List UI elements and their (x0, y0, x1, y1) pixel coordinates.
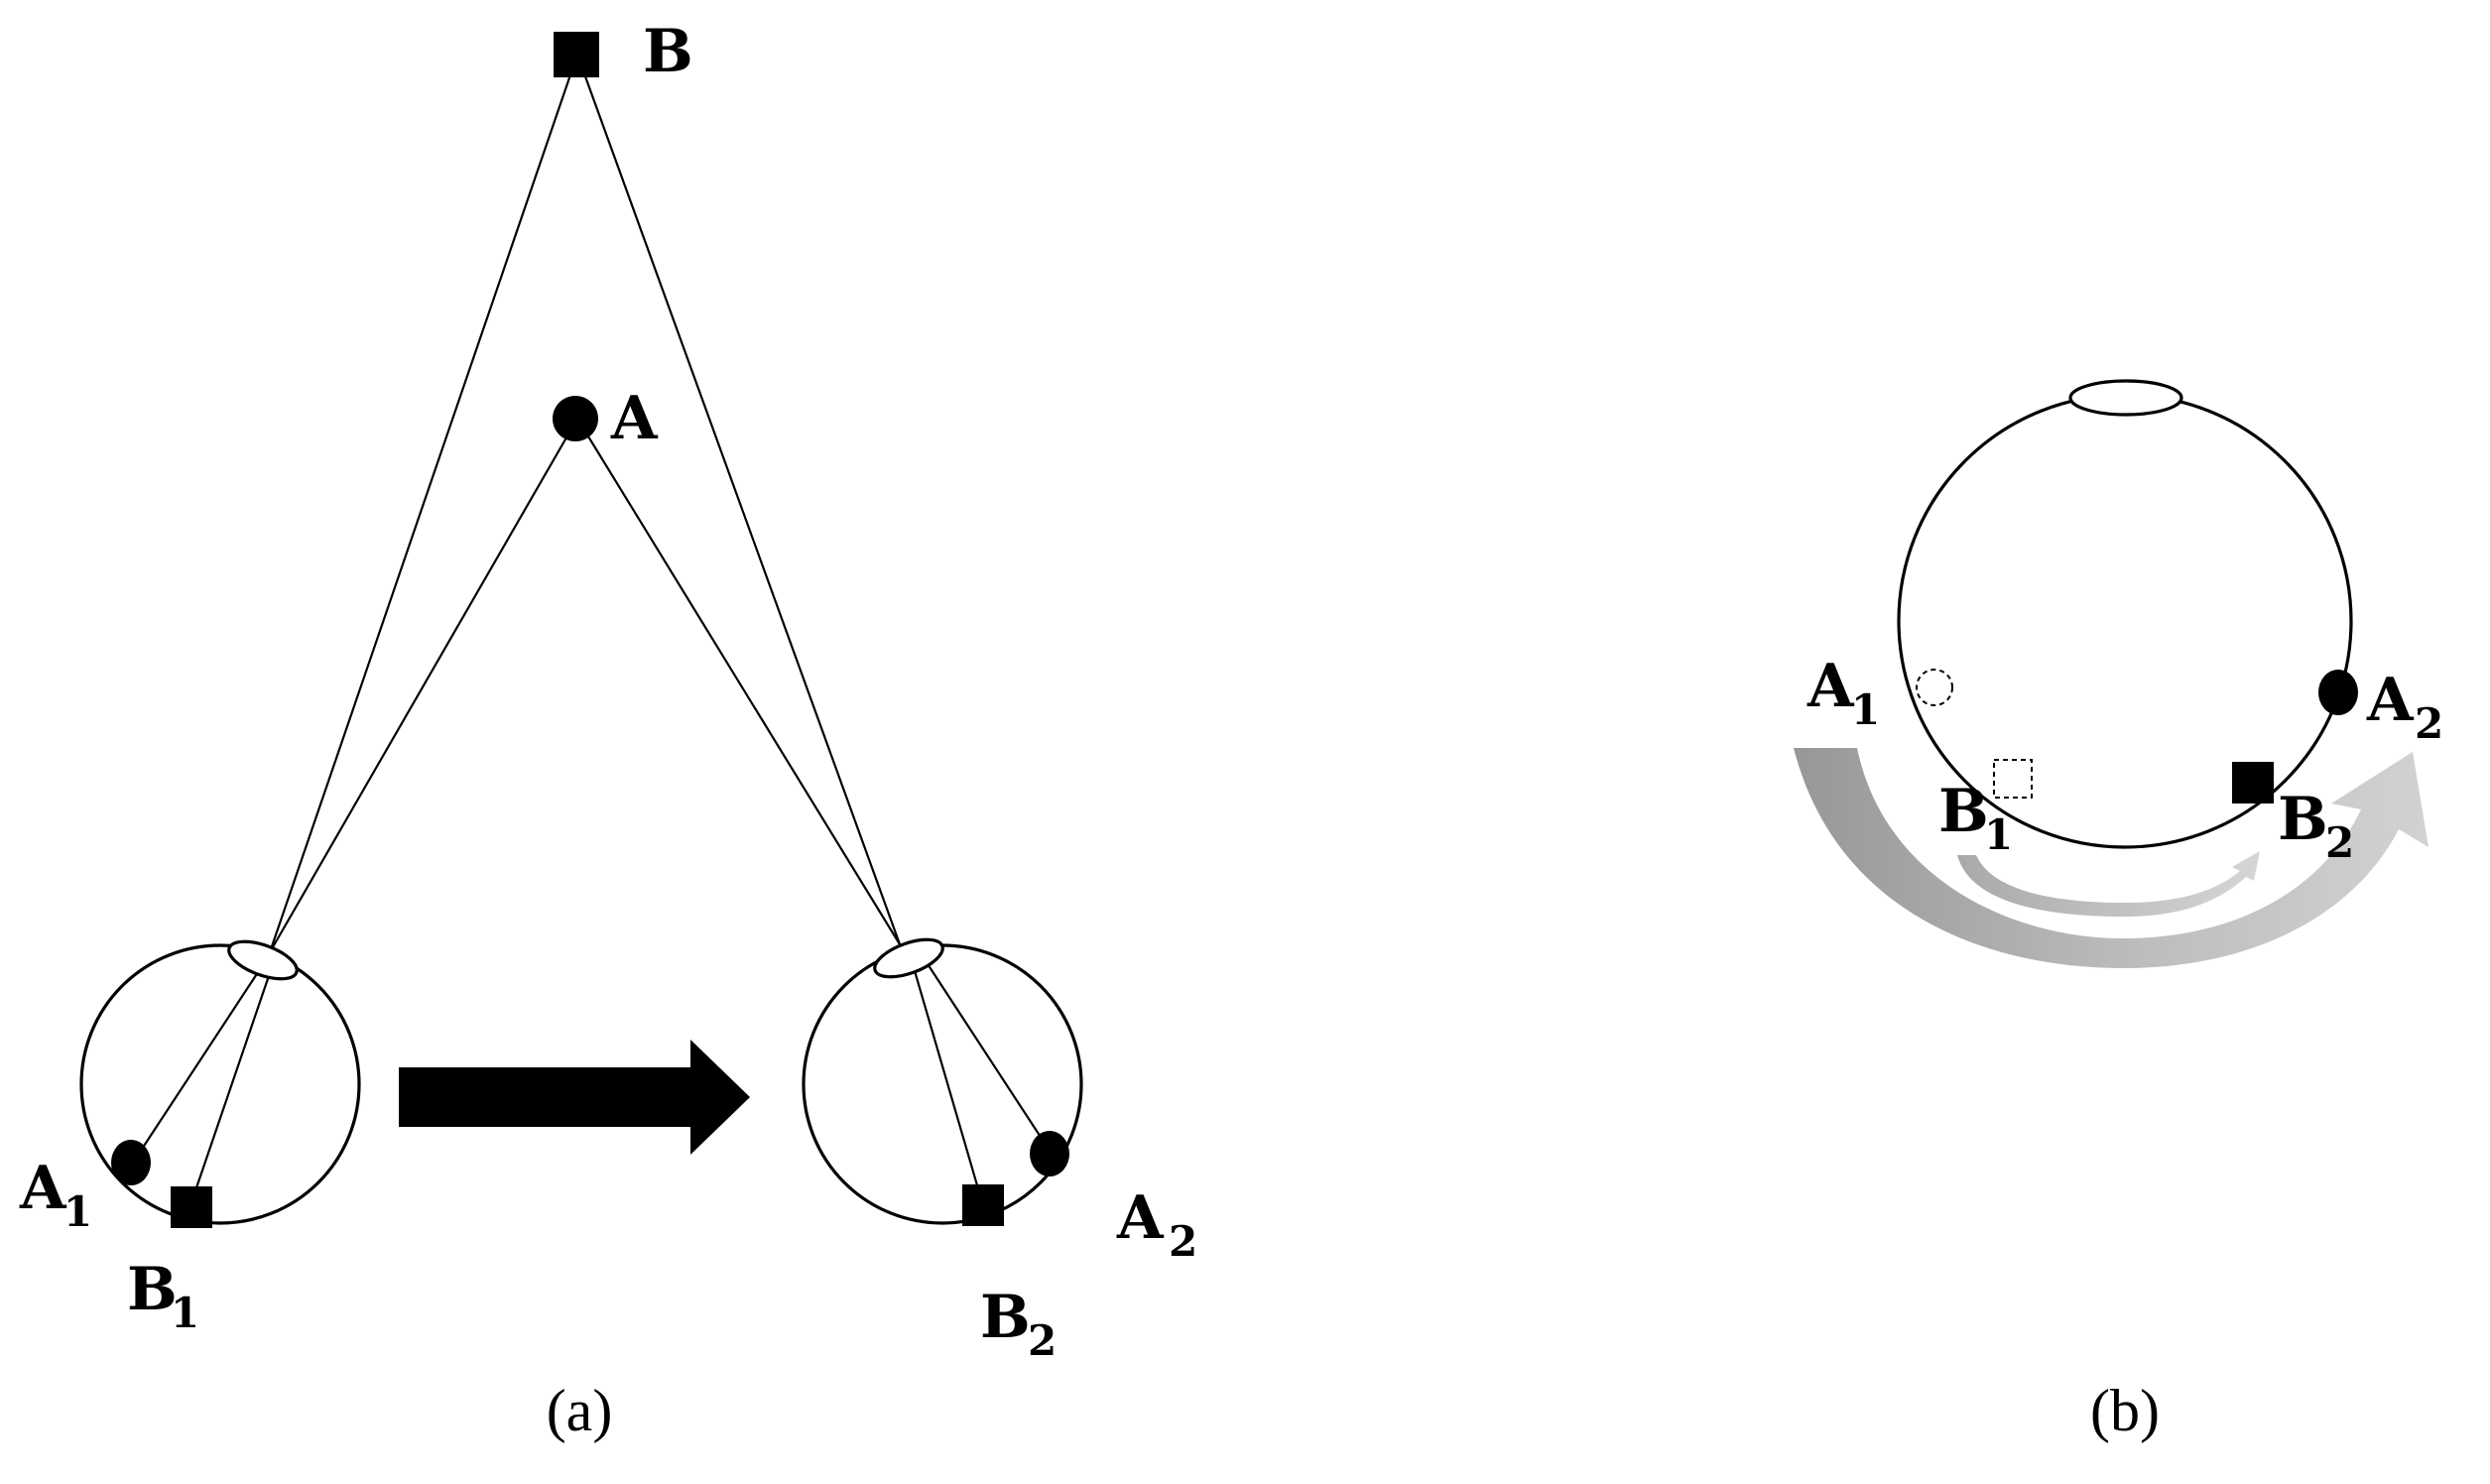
panel-b-label-B1-subscript: 1 (1984, 810, 2013, 859)
ray-right-lens-to-B2 (909, 956, 984, 1203)
left-retina-B1-square (171, 1186, 212, 1228)
panel-a: B A A 1 B 1 A 2 B 2 (a) (19, 17, 1197, 1443)
panel-b-A1-hollow-dot (1916, 669, 1953, 706)
panel-b-label-A2-subscript: 2 (2415, 699, 2443, 748)
ray-B-to-left-lens (268, 54, 579, 953)
ray-B-to-right-lens (575, 54, 902, 945)
panel-b-label-B1: B (1938, 777, 1989, 846)
label-A2: A (1116, 1183, 1165, 1253)
right-eye (802, 937, 1083, 1226)
object-B-square (554, 32, 599, 77)
panel-b-label-A2: A (2366, 666, 2415, 735)
right-retina-B2-square (962, 1184, 1004, 1226)
label-B2-subscript: 2 (1028, 1316, 1057, 1365)
panel-b-label-B2: B (2278, 785, 2328, 854)
label-A: A (610, 384, 659, 453)
label-B: B (643, 17, 693, 86)
panel-b-label-A1-subscript: 1 (1851, 685, 1880, 734)
left-eye-lens (227, 939, 299, 981)
right-retina-A2-dot (1030, 1131, 1069, 1176)
panel-b-B1-hollow-square (1993, 759, 2033, 799)
caption-a: (a) (547, 1378, 613, 1443)
label-A1: A (19, 1154, 67, 1223)
label-A2-subscript: 2 (1169, 1217, 1197, 1266)
large-curved-arrow (1794, 748, 2428, 968)
left-eye (79, 939, 361, 1228)
label-A1-subscript: 1 (63, 1187, 92, 1236)
right-eye-lens (873, 937, 944, 979)
panel-b-eye-lens (2068, 379, 2183, 417)
panel-b-B2-square (2232, 762, 2274, 804)
left-eyeball (79, 943, 361, 1225)
ray-left-lens-to-B1 (188, 963, 275, 1206)
label-B1-subscript: 1 (171, 1289, 199, 1337)
eye-movement-arrow (399, 1040, 750, 1155)
projection-lines (132, 54, 1051, 1206)
ray-A-to-right-lens (576, 418, 901, 945)
panel-b-A2-dot (2318, 670, 2358, 715)
object-A-dot (553, 396, 598, 441)
panel-b-label-A1: A (1806, 652, 1855, 721)
panel-b-label-B2-subscript: 2 (2325, 818, 2354, 867)
caption-b: (b) (2090, 1378, 2160, 1443)
small-curved-arrow (1957, 851, 2260, 917)
ray-A-to-left-lens (269, 418, 578, 953)
ray-left-lens-to-A1 (132, 959, 267, 1164)
panel-b: A 1 B 1 A 2 B 2 (b) (1794, 379, 2443, 1443)
panel-b-eye (1897, 379, 2353, 849)
left-retina-A1-dot (111, 1140, 151, 1185)
ray-right-lens-to-A2 (918, 949, 1051, 1152)
label-B2: B (980, 1283, 1031, 1352)
label-B1: B (127, 1255, 178, 1324)
